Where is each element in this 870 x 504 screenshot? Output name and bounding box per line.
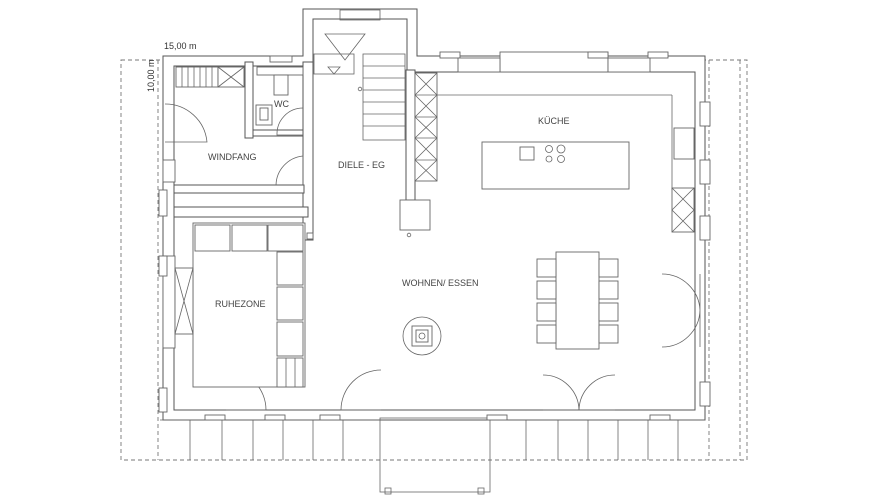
terrace-grid (160, 419, 705, 460)
room-label-diele: DIELE - EG (338, 160, 385, 170)
staircase (313, 9, 406, 141)
depth-dimension: 10,00 m (146, 59, 156, 92)
room-label-windfang: WINDFANG (208, 152, 257, 162)
entrance-porch (379, 417, 491, 495)
dining-table (536, 251, 619, 350)
wc-fixtures (255, 66, 304, 126)
room-label-wc: WC (274, 99, 289, 109)
stove (402, 316, 442, 356)
room-label-wohnen: WOHNEN/ ESSEN (402, 278, 479, 288)
interior-walls (173, 61, 416, 241)
room-label-ruhezone: RUHEZONE (215, 299, 266, 309)
width-dimension: 15,00 m (164, 41, 197, 51)
room-label-kueche: KÜCHE (538, 116, 570, 126)
kitchen-units (414, 72, 695, 233)
ruhezone-furniture (162, 222, 306, 388)
chimney (306, 199, 431, 240)
side-windows (158, 101, 711, 421)
windfang-furniture (162, 66, 245, 183)
windows-top (269, 51, 669, 73)
